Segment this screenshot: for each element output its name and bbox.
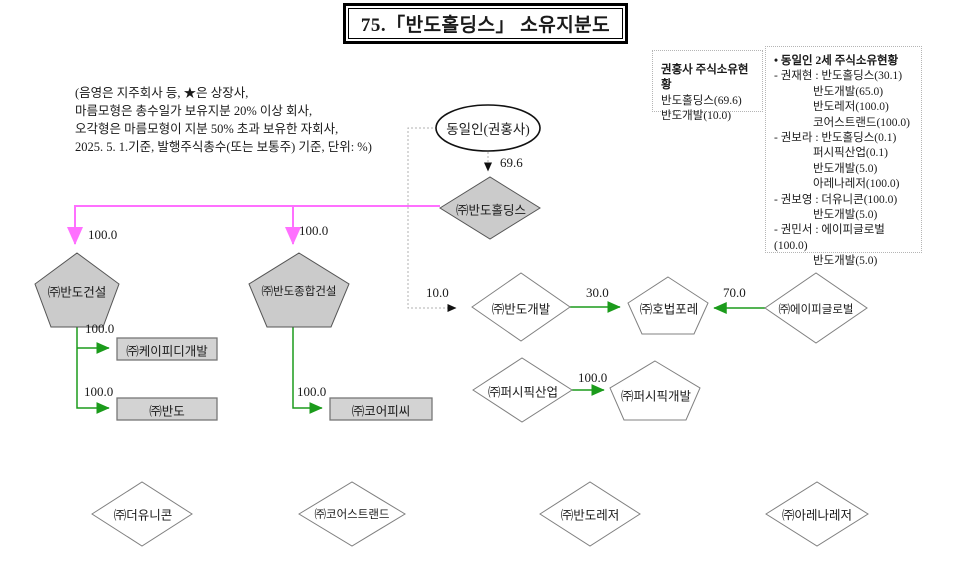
- family-box-line: - 권민서 : 에이피글로벌(100.0): [774, 224, 885, 252]
- legend-note-line: (음영은 지주회사 등, ★은 상장사,: [75, 86, 249, 100]
- shape-bando-leisure-diamond: [539, 481, 641, 547]
- edge-construction-to-bando: [76, 327, 110, 414]
- node-label-api-global: ㈜에이피글로벌: [778, 304, 854, 316]
- owner-box-line: 반도홀딩스(69.6): [661, 94, 742, 107]
- shape-bando-construction-pentagon: [34, 252, 120, 328]
- shape-pacific-industry-diamond: [472, 357, 573, 423]
- pct-apiglobal-to-hobeop: 70.0: [723, 285, 746, 300]
- pct-owner-to-holdings: 69.6: [500, 155, 523, 170]
- shape-kpd-development-box: [116, 337, 218, 361]
- family-box-line: - 권보라 : 반도홀딩스(0.1): [774, 132, 897, 145]
- pct-owner-to-development: 10.0: [426, 285, 449, 300]
- legend-note-line: 오각형은 마름모형이 지분 50% 초과 보유한 자회사,: [75, 122, 339, 136]
- node-label-pacific-industry: ㈜퍼시픽산업: [487, 385, 559, 400]
- pct-development-to-hobeop: 30.0: [586, 285, 609, 300]
- owner-shareholding-box: 권홍사 주식소유현황 반도홀딩스(69.6) 반도개발(10.0): [652, 50, 763, 122]
- edge-general-to-corepc: [292, 327, 323, 414]
- shape-owner-ellipse: [435, 104, 541, 152]
- pct-pacific-to-pacificdev: 100.0: [578, 370, 608, 385]
- legend-note-line: 마름모형은 총수일가 보유지분 20% 이상 회사,: [75, 104, 313, 118]
- owner-box-title: 권홍사 주식소유현황: [661, 64, 749, 92]
- family-box-line: 반도개발(65.0): [813, 85, 884, 98]
- family-box-line: - 권재현 : 반도홀딩스(30.1): [774, 70, 903, 83]
- node-label-core-strand: ㈜코어스트랜드: [314, 509, 390, 521]
- node-label-bando-holdings: ㈜반도홀딩스: [455, 203, 527, 218]
- pct-construction-to-bando: 100.0: [84, 384, 114, 399]
- node-label-core-pc: ㈜코어피씨: [351, 404, 411, 419]
- title-box: 75.「반도홀딩스」 소유지분도: [343, 3, 628, 44]
- node-label-the-unicorn: ㈜더유니콘: [113, 508, 173, 523]
- family-box-line: 반도개발(5.0): [813, 162, 878, 175]
- family-box-line: 반도개발(5.0): [813, 255, 878, 268]
- node-label-bando-general-construction: ㈜반도종합건설: [261, 286, 337, 298]
- family-box-line: 아레나레저(100.0): [813, 178, 900, 191]
- node-label-owner: 동일인(권홍사): [446, 122, 530, 137]
- node-label-bando-development: ㈜반도개발: [491, 302, 551, 317]
- edge-holdings-to-construction: [67, 205, 440, 245]
- node-label-bando-leisure: ㈜반도레저: [560, 508, 620, 523]
- shape-bando-box: [116, 397, 218, 421]
- shape-bando-general-construction-pentagon: [248, 252, 350, 328]
- page-title: 75.「반도홀딩스」 소유지분도: [348, 8, 623, 39]
- shape-arena-leisure-diamond: [765, 481, 869, 547]
- edge-owner-to-development: [407, 127, 457, 312]
- shape-pacific-development-pentagon: [609, 360, 701, 421]
- shape-the-unicorn-diamond: [91, 481, 193, 547]
- node-label-bando: ㈜반도: [149, 404, 185, 419]
- node-label-kpd-development: ㈜케이피디개발: [126, 344, 208, 359]
- pct-holdings-to-construction: 100.0: [88, 227, 118, 242]
- node-label-hobeop-fore: ㈜호법포레: [639, 302, 699, 317]
- shape-bando-development-diamond: [471, 272, 571, 342]
- legend-note-line: 2025. 5. 1.기준, 발행주식총수(또는 보통주) 기준, 단위: %): [75, 140, 372, 154]
- pct-holdings-to-general: 100.0: [299, 223, 329, 238]
- family-box-line: 퍼시픽산업(0.1): [813, 147, 888, 160]
- pct-construction-to-kpd: 100.0: [85, 321, 115, 336]
- family-box-line: 코어스트랜드(100.0): [813, 116, 911, 129]
- family-box-line: 반도개발(5.0): [813, 209, 878, 222]
- node-label-pacific-development: ㈜퍼시픽개발: [620, 389, 692, 404]
- shape-core-pc-box: [329, 397, 433, 421]
- shape-hobeop-fore-pentagon: [627, 276, 709, 335]
- shape-bando-holdings-diamond: [439, 176, 541, 240]
- legend-notes: (음영은 지주회사 등, ★은 상장사, 마름모형은 총수일가 보유지분 20%…: [75, 84, 435, 156]
- shape-api-global-diamond: [764, 272, 868, 344]
- family-box-line: 반도레저(100.0): [813, 101, 889, 114]
- owner-box-line: 반도개발(10.0): [661, 110, 732, 123]
- family-shareholding-box: • 동일인 2세 주식소유현황 - 권재현 : 반도홀딩스(30.1) 반도개발…: [765, 46, 922, 267]
- family-box-line: - 권보영 : 더유니콘(100.0): [774, 193, 898, 206]
- node-label-bando-construction: ㈜반도건설: [47, 285, 107, 300]
- pct-general-to-corepc: 100.0: [297, 384, 327, 399]
- node-label-arena-leisure: ㈜아레나레저: [781, 508, 853, 523]
- shape-core-strand-diamond: [298, 481, 406, 547]
- family-box-title: • 동일인 2세 주식소유현황: [774, 55, 899, 67]
